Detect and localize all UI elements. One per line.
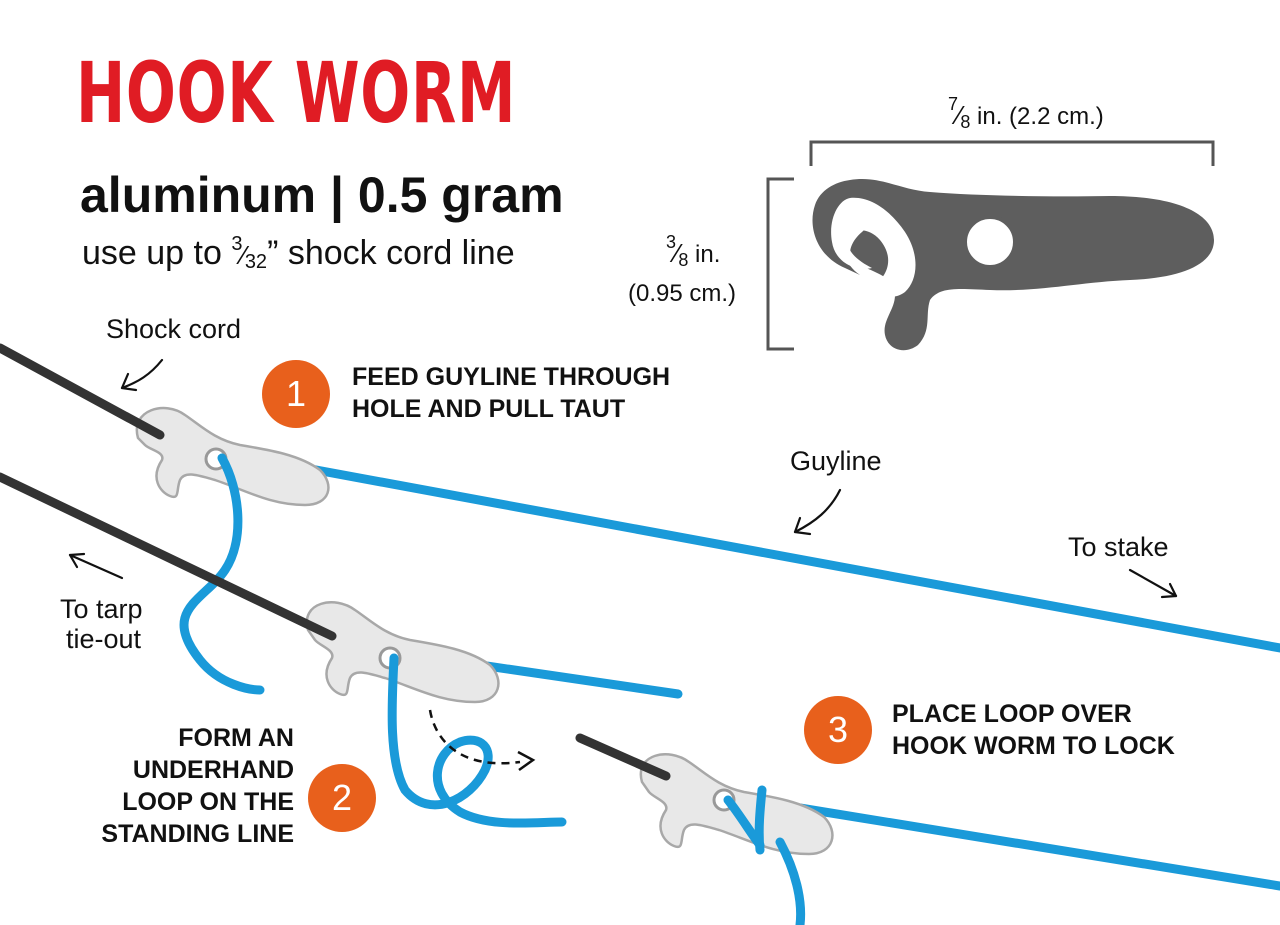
height-frac-num: 3 (666, 232, 677, 252)
step2-line3: LOOP ON THE (122, 788, 294, 816)
step2-illustration (0, 472, 683, 828)
step2-badge: 2 (308, 764, 376, 832)
product-subtitle: aluminum | 0.5 gram (80, 167, 564, 223)
width-frac-den: 8 (960, 112, 971, 132)
shock-cord-step1 (0, 343, 165, 440)
step1-badge: 1 (262, 360, 330, 428)
step3-instructions: PLACE LOOP OVER HOOK WORM TO LOCK (892, 698, 1175, 762)
page-title: HOOK WORM (76, 44, 517, 142)
step1-line1: FEED GUYLINE THROUGH (352, 363, 671, 391)
step3-line2: HOOK WORM TO LOCK (892, 732, 1175, 760)
hook-worm-step2-icon (305, 601, 500, 704)
height-dimension-label: 3⁄8 in. (666, 232, 721, 270)
to-tarp-label-line2: tie-out (66, 624, 142, 654)
underhand-loop (387, 653, 567, 828)
hook-worm-step1-icon (135, 406, 330, 507)
step1-illustration (0, 343, 1280, 695)
height-frac-den: 8 (678, 250, 689, 270)
height-dimension-metric: (0.95 cm.) (628, 280, 737, 307)
step1-instructions: FEED GUYLINE THROUGH HOLE AND PULL TAUT (352, 361, 670, 425)
guyline-taut (295, 462, 1280, 653)
guyline-arrow-icon (793, 488, 842, 534)
shock-cord-label: Shock cord (106, 314, 242, 344)
step3-line1: PLACE LOOP OVER (892, 700, 1132, 728)
shock-cord-step2 (0, 472, 337, 641)
hook-worm-large-icon (812, 178, 1214, 351)
usage-frac-num: 3 (231, 233, 243, 255)
shock-cord-step3 (575, 733, 671, 781)
to-stake-label: To stake (1068, 532, 1169, 562)
width-frac-num: 7 (948, 94, 959, 114)
step2-line4: STANDING LINE (101, 820, 294, 848)
step1-line2: HOLE AND PULL TAUT (352, 395, 626, 423)
step2-line1: FORM AN (178, 724, 294, 752)
usage-frac-den: 32 (244, 251, 268, 273)
motion-arrow-dashed (428, 709, 521, 765)
step3-badge: 3 (804, 696, 872, 764)
usage-fraction: 3⁄32 (231, 233, 268, 273)
step2-line2: UNDERHAND (132, 756, 294, 784)
usage-prefix: use up to (82, 234, 222, 272)
width-dimension-label: 7⁄8 in. (2.2 cm.) (948, 94, 1104, 132)
shock-cord-arrow-icon (120, 358, 164, 390)
width-dimension-text: in. (2.2 cm.) (970, 103, 1104, 130)
height-dimension-text: in. (688, 241, 721, 268)
guyline-tail (179, 453, 265, 695)
usage-note: use up to 3⁄32” shock cord line (82, 233, 515, 273)
guyline-label: Guyline (790, 446, 882, 476)
usage-suffix: ” shock cord line (267, 234, 515, 272)
to-tarp-arrow-icon (68, 553, 124, 580)
height-dimension-bracket (766, 177, 794, 351)
to-stake-arrow-icon (1128, 568, 1178, 598)
width-dimension-bracket (809, 140, 1215, 166)
to-tarp-label-line1: To tarp (60, 594, 143, 624)
step3-illustration (575, 733, 1280, 925)
step2-instructions: FORM AN UNDERHAND LOOP ON THE STANDING L… (101, 722, 294, 850)
